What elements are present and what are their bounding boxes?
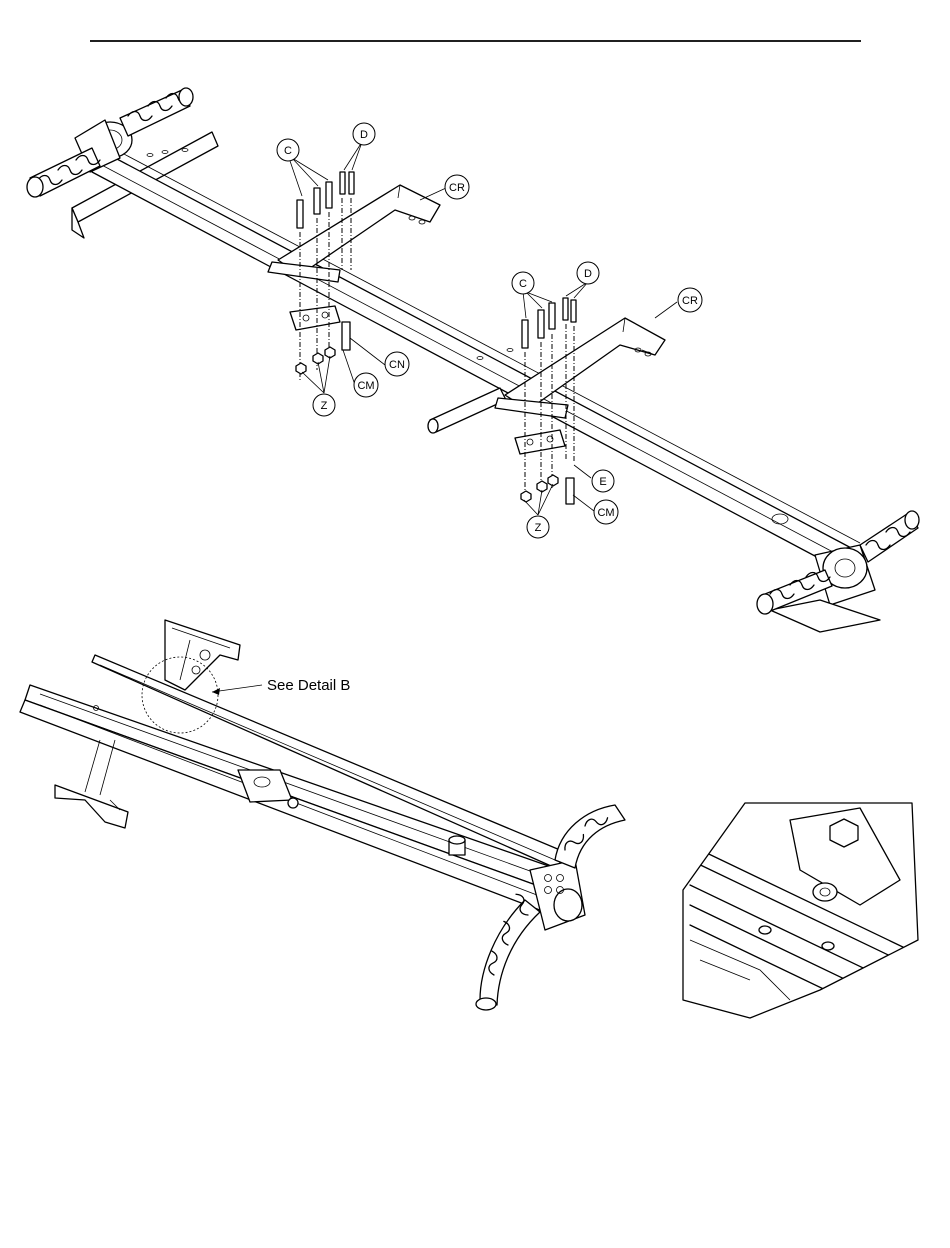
see-detail-label: See Detail B xyxy=(267,677,350,694)
svg-text:D: D xyxy=(360,129,368,141)
cross-rail-right xyxy=(495,318,665,418)
left-roller-bottom xyxy=(27,148,100,197)
callout-c2: C xyxy=(512,272,534,294)
callout-cr1: CR xyxy=(445,175,469,199)
callout-c1: C xyxy=(277,139,299,161)
callout-z1: Z xyxy=(313,394,335,416)
cross-rail-left xyxy=(268,185,440,282)
svg-text:Z: Z xyxy=(321,400,328,412)
callout-cm1: CM xyxy=(354,373,378,397)
callout-d2: D xyxy=(577,262,599,284)
callout-d1: D xyxy=(353,123,375,145)
svg-text:CN: CN xyxy=(389,359,405,371)
svg-text:CR: CR xyxy=(682,295,698,307)
callout-cr2: CR xyxy=(678,288,702,312)
callout-z2: Z xyxy=(527,516,549,538)
svg-text:C: C xyxy=(284,145,292,157)
assembled-view: See Detail B xyxy=(20,620,625,1010)
nuts-right xyxy=(521,475,558,502)
callout-e: E xyxy=(592,470,614,492)
svg-text:C: C xyxy=(519,278,527,290)
svg-text:CM: CM xyxy=(597,507,614,519)
callout-cn: CN xyxy=(385,352,409,376)
detail-b-view xyxy=(683,803,930,1040)
svg-text:CM: CM xyxy=(357,380,374,392)
svg-text:E: E xyxy=(599,476,606,488)
svg-text:Z: Z xyxy=(535,522,542,534)
right-roller-top xyxy=(860,511,919,562)
left-roller-top xyxy=(120,88,193,136)
svg-text:D: D xyxy=(584,268,592,280)
top-exploded-view: C D CR C D CR CN CM Z E CM Z xyxy=(27,88,919,632)
svg-text:CR: CR xyxy=(449,182,465,194)
callout-cm2: CM xyxy=(594,500,618,524)
